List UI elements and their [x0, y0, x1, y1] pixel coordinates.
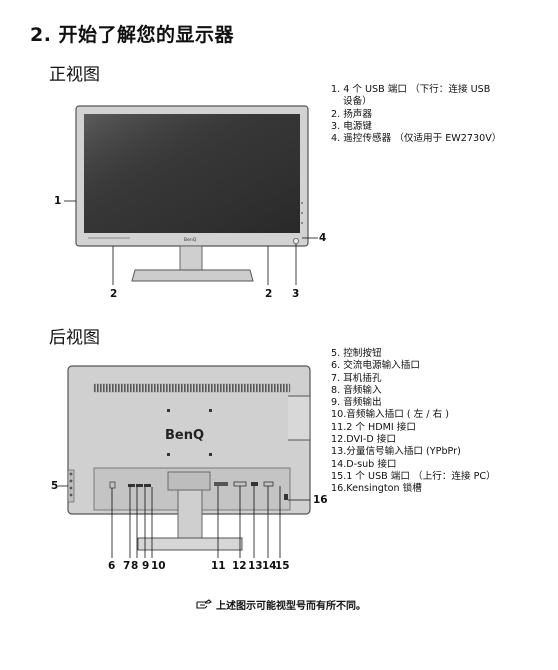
legend-item: 4. 遥控传感器 （仅适用于 EW2730V） — [331, 133, 502, 145]
legend-item: 设备） — [343, 96, 372, 108]
callout-2-left: 2 — [110, 288, 118, 300]
front-view-illustration: BenQ — [64, 105, 318, 285]
front-view-heading: 正视图 — [49, 65, 100, 85]
callout-7: 7 — [123, 560, 131, 572]
legend-item: 13.分量信号输入插口 (YPbPr) — [331, 446, 461, 458]
callout-12: 12 — [232, 560, 247, 572]
callout-14: 14 — [262, 560, 277, 572]
callout-8: 8 — [131, 560, 139, 572]
legend-item: 15.1 个 USB 端口 （上行：连接 PC） — [331, 470, 496, 482]
power-button-icon — [292, 237, 299, 244]
note: 上述图示可能视型号而有所不同。 — [196, 597, 366, 612]
callout-6: 6 — [108, 560, 116, 572]
callout-5: 5 — [51, 480, 59, 492]
legend-item: 10.音频输入插口 ( 左 / 右 ) — [331, 409, 449, 421]
legend-item: 1. 4 个 USB 端口 （下行：连接 USB — [331, 84, 491, 95]
page-title: 2. 开始了解您的显示器 — [30, 24, 235, 46]
legend-item: 11.2 个 HDMI 接口 — [331, 421, 416, 433]
callout-16: 16 — [313, 494, 328, 506]
rear-view-illustration: BenQ — [58, 365, 311, 558]
legend-item: 8. 音频输入 — [331, 384, 382, 396]
legend-item: 5. 控制按钮 — [331, 348, 382, 359]
callout-3: 3 — [292, 288, 300, 300]
legend-item: 16.Kensington 锁槽 — [331, 483, 422, 495]
pointing-hand-icon — [196, 599, 212, 609]
legend-item: 9. 音频输出 — [331, 397, 382, 409]
callout-13: 13 — [248, 560, 263, 572]
legend-item: 12.DVI-D 接口 — [331, 434, 396, 446]
callout-9: 9 — [142, 560, 150, 572]
legend-item: 14.D-sub 接口 — [331, 458, 397, 470]
rear-brand-logo: BenQ — [165, 428, 204, 443]
callout-1: 1 — [54, 195, 62, 207]
callout-4: 4 — [319, 232, 327, 244]
note-text: 上述图示可能视型号而有所不同。 — [216, 601, 366, 612]
callout-11: 11 — [211, 560, 226, 572]
legend-item: 2. 扬声器 — [331, 108, 372, 120]
callout-2-right: 2 — [265, 288, 273, 300]
rear-view-heading: 后视图 — [49, 328, 100, 348]
callout-10: 10 — [151, 560, 166, 572]
legend-item: 6. 交流电源输入插口 — [331, 360, 420, 372]
callout-15: 15 — [275, 560, 290, 572]
front-brand-label: BenQ — [184, 237, 197, 243]
legend-item: 3. 电源键 — [331, 120, 372, 132]
legend-item: 7. 耳机插孔 — [331, 372, 382, 384]
rear-view-legend: 5. 控制按钮 6. 交流电源输入插口 7. 耳机插孔 8. 音频输入 9. 音… — [331, 348, 496, 496]
front-view-legend: 1. 4 个 USB 端口 （下行：连接 USB 设备） 2. 扬声器 3. 电… — [331, 84, 501, 145]
